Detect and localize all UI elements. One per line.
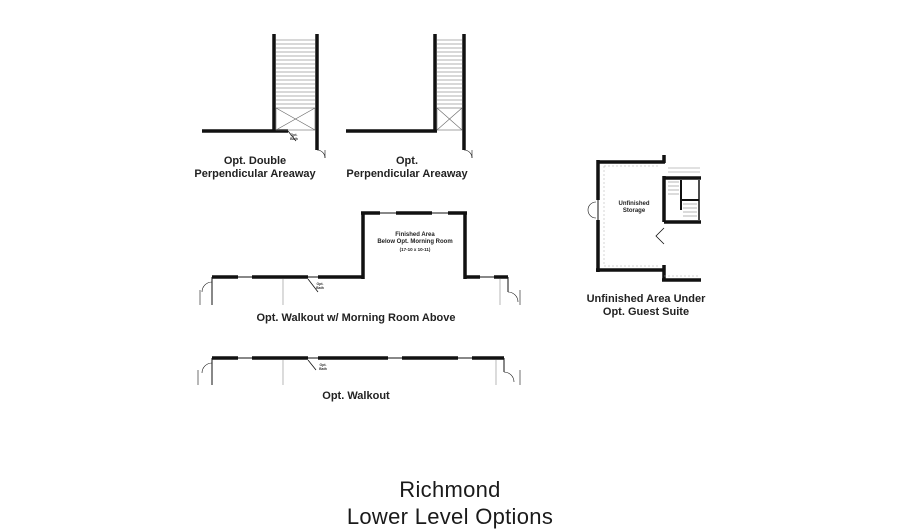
double-areaway-plan <box>202 34 326 159</box>
unfinished-area-plan <box>587 155 701 282</box>
areaway-label: Opt. Perpendicular Areaway <box>346 155 468 180</box>
bath-label: Opt.Bath <box>290 133 298 141</box>
double-areaway-label: Opt. Double Perpendicular Areaway <box>194 155 316 180</box>
areaway-plan <box>346 34 473 159</box>
bath-label-walkout: Opt.Bath <box>319 363 327 371</box>
walkout-plan <box>197 356 521 385</box>
walkout-label: Opt. Walkout <box>322 390 390 402</box>
walkout-morning-label: Opt. Walkout w/ Morning Room Above <box>256 312 456 324</box>
finished-area-label: Finished Area Below Opt. Morning Room (1… <box>377 232 453 252</box>
unfinished-storage-label: Unfinished Storage <box>618 201 650 214</box>
plan-subtitle: Lower Level Options <box>346 504 554 529</box>
walkout-morning-plan <box>199 211 521 305</box>
unfinished-under-label: Unfinished Area Under Opt. Guest Suite <box>586 293 706 318</box>
bath-label-walkout-morning: Opt.Bath <box>316 282 324 290</box>
plan-title: Richmond <box>399 477 501 502</box>
